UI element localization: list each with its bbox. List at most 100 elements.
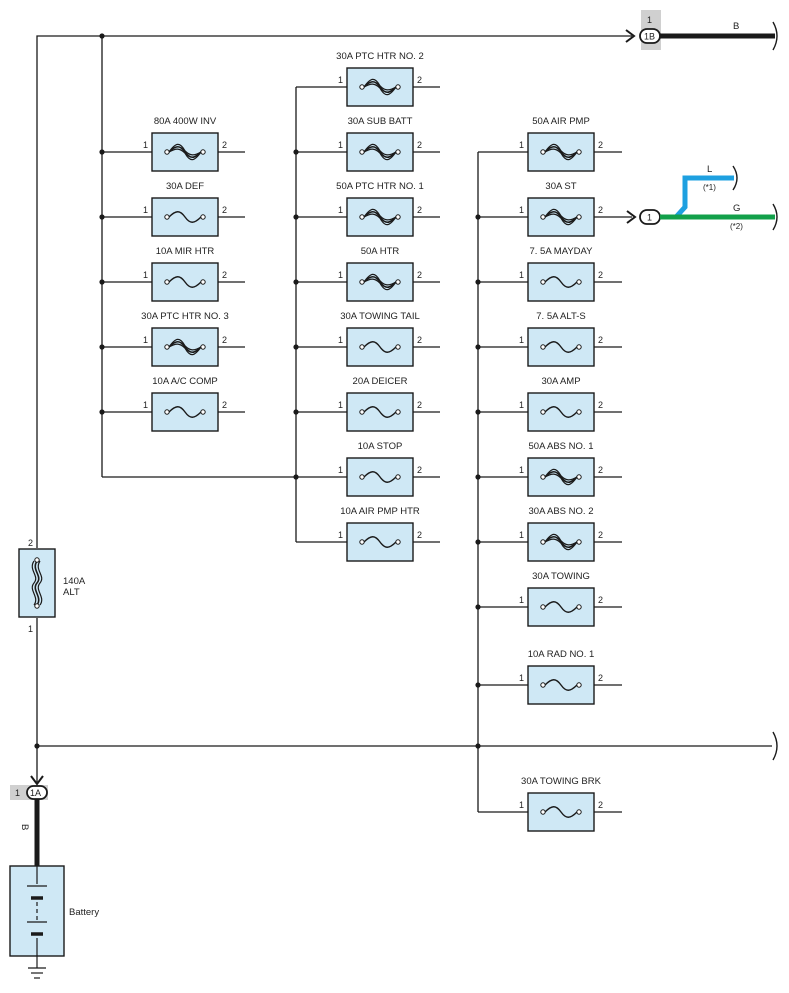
fuse-pin-in: 1: [338, 465, 343, 475]
fuse-label: 80A 400W INV: [154, 116, 217, 127]
fuse-50a-htr: 50A HTR 1 2: [338, 246, 422, 302]
main-fuse-pin-top: 2: [28, 538, 33, 548]
fuse-pin-in: 1: [519, 530, 524, 540]
fuse-pin-out: 2: [417, 465, 422, 475]
wire-color-g: G: [733, 203, 740, 214]
fuse-pin-in: 1: [338, 270, 343, 280]
fuse-pin-out: 2: [417, 75, 422, 85]
fuse-pin-in: 1: [143, 335, 148, 345]
fuse-label: 30A ST: [545, 181, 576, 192]
fuse-50a-abs-no-1: 50A ABS NO. 1 1 2: [519, 441, 603, 497]
fuse-pin-in: 1: [143, 400, 148, 410]
wire-note-g: (*2): [730, 222, 743, 231]
fuse-pin-in: 1: [338, 400, 343, 410]
fuse-pin-out: 2: [417, 270, 422, 280]
fuse-pin-in: 1: [338, 140, 343, 150]
fuse-10a-mir-htr: 10A MIR HTR 1 2: [143, 246, 227, 302]
fuse-label: 10A RAD NO. 1: [528, 649, 595, 660]
fuse-label: 7. 5A MAYDAY: [529, 246, 593, 257]
wire-note-l: (*1): [703, 183, 716, 192]
fuse-30a-abs-no-2: 30A ABS NO. 2 1 2: [519, 506, 603, 562]
connector-st-id: 1: [647, 213, 652, 223]
fuse-pin-in: 1: [519, 270, 524, 280]
bus-break-mark: [772, 731, 778, 761]
fuse-pin-out: 2: [417, 400, 422, 410]
fuse-30a-ptc-htr-no-2: 30A PTC HTR NO. 2 1 2: [336, 51, 424, 107]
fuse-pin-in: 1: [519, 140, 524, 150]
connector-1b: 1 1B B: [625, 10, 778, 51]
fuse-pin-out: 2: [222, 270, 227, 280]
fuse-pin-out: 2: [222, 140, 227, 150]
fuse-10a-air-pmp-htr: 10A AIR PMP HTR 1 2: [338, 506, 422, 562]
fuse-pin-out: 2: [598, 400, 603, 410]
wire-color-b-top: B: [733, 21, 739, 32]
battery-label: Battery: [69, 907, 99, 918]
fuse-30a-towing-brk: 30A TOWING BRK 1 2: [519, 776, 603, 832]
fuse-label: 30A AMP: [541, 376, 580, 387]
fuse-pin-out: 2: [598, 800, 603, 810]
fuse-label: 10A MIR HTR: [156, 246, 215, 257]
fuse-label: 10A STOP: [358, 441, 403, 452]
connector-1a-tag: 1: [15, 788, 20, 798]
fuse-label: 20A DEICER: [353, 376, 408, 387]
connector-1b-tag: 1: [647, 15, 652, 25]
fuse-label: 30A DEF: [166, 181, 204, 192]
connector-1a: 1 1A B: [10, 775, 48, 866]
fuse-pin-in: 1: [519, 800, 524, 810]
main-fuse-pin-bottom: 1: [28, 624, 33, 634]
fuse-pin-in: 1: [338, 75, 343, 85]
fuse-10a-stop: 10A STOP 1 2: [338, 441, 422, 497]
fuse-pin-out: 2: [598, 205, 603, 215]
fuse-pin-out: 2: [598, 465, 603, 475]
fuse-label: 50A ABS NO. 1: [529, 441, 594, 452]
wiring: [36, 35, 772, 813]
wire-color-l: L: [707, 164, 712, 175]
connector-st-output: 1 L (*1) G (*2): [626, 164, 778, 231]
fuse-pin-in: 1: [519, 465, 524, 475]
main-fuse-label-2: ALT: [63, 587, 80, 598]
fuse-pin-out: 2: [222, 335, 227, 345]
fuse-label: 30A PTC HTR NO. 2: [336, 51, 424, 62]
fuse-label: 30A TOWING TAIL: [340, 311, 420, 322]
fuse-pin-out: 2: [598, 673, 603, 683]
fuse-label: 50A PTC HTR NO. 1: [336, 181, 424, 192]
connector-1a-id: 1A: [30, 788, 41, 798]
fuse-pin-in: 1: [143, 270, 148, 280]
fuse-pin-out: 2: [598, 530, 603, 540]
fuse-pin-in: 1: [338, 530, 343, 540]
fuse-pin-in: 1: [519, 673, 524, 683]
fuse-pin-out: 2: [598, 140, 603, 150]
fuse-label: 30A TOWING BRK: [521, 776, 602, 787]
fuse-20a-deicer: 20A DEICER 1 2: [338, 376, 422, 432]
fuse-pin-out: 2: [598, 595, 603, 605]
ground-icon: [28, 956, 46, 979]
fuse-label: 50A AIR PMP: [532, 116, 590, 127]
fuse-pin-in: 1: [519, 205, 524, 215]
fuse-label: 30A TOWING: [532, 571, 590, 582]
fuse-pin-out: 2: [417, 140, 422, 150]
fuse-pin-out: 2: [417, 530, 422, 540]
fuse-pin-out: 2: [598, 335, 603, 345]
fuse-label: 30A ABS NO. 2: [529, 506, 594, 517]
fuse-label: 10A AIR PMP HTR: [340, 506, 420, 517]
fuse-label: 30A SUB BATT: [348, 116, 413, 127]
fuse-pin-in: 1: [338, 205, 343, 215]
fuse-pin-in: 1: [519, 335, 524, 345]
fuse-label: 50A HTR: [361, 246, 400, 257]
main-fuse-140a-alt: 2 1 140A ALT: [18, 538, 86, 634]
wire-color-b-bottom: B: [19, 824, 30, 830]
connector-1b-id: 1B: [644, 32, 655, 42]
fuse-label: 10A A/C COMP: [152, 376, 217, 387]
